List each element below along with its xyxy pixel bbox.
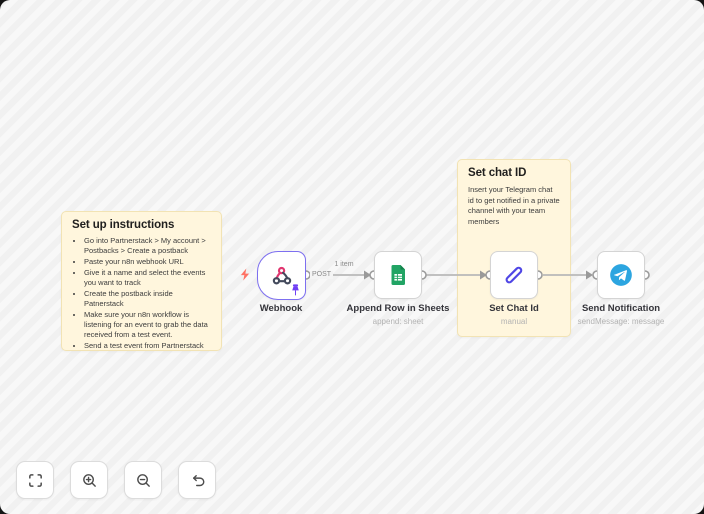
zoom-out-icon (136, 473, 150, 487)
node-subtitle: sendMessage: message (577, 317, 665, 326)
fit-view-button[interactable] (16, 461, 54, 499)
node-append-row-in-sheets[interactable] (374, 251, 422, 299)
sticky-note-set-chat-id[interactable]: Set chat ID Insert your Telegram chat id… (457, 159, 571, 337)
node-subtitle: append: sheet (372, 317, 424, 326)
connection-arrowhead (586, 270, 593, 280)
node-caption-set-chat-id: Set Chat Id manual (444, 303, 584, 326)
node-title: Webhook (259, 303, 303, 314)
lightning-icon (240, 268, 250, 281)
node-caption-sheets: Append Row in Sheets append: sheet (328, 303, 468, 326)
node-send-notification[interactable] (597, 251, 645, 299)
sticky-bullet: Paste your n8n webhook URL (84, 257, 211, 267)
reset-zoom-icon (192, 474, 204, 486)
sticky-note-body: Insert your Telegram chat id to get noti… (468, 185, 560, 226)
webhook-icon (272, 266, 291, 284)
sticky-note-title: Set chat ID (468, 167, 527, 179)
connection-items-count-label: 1 item (334, 261, 354, 268)
node-title: Send Notification (581, 303, 661, 314)
pin-icon (292, 284, 299, 296)
telegram-icon (610, 264, 632, 286)
sticky-note-setup-instructions[interactable]: Set up instructions Go into Partnerstack… (61, 211, 222, 351)
sticky-bullet: Go into Partnerstack > My account > Post… (84, 236, 211, 256)
sticky-note-bullet-list: Go into Partnerstack > My account > Post… (72, 236, 211, 350)
node-caption-send-notification: Send Notification sendMessage: message (551, 303, 691, 326)
sticky-bullet: Make sure your n8n workflow is listening… (84, 310, 211, 340)
connection-arrowhead (480, 270, 487, 280)
node-set-chat-id[interactable] (490, 251, 538, 299)
node-title: Append Row in Sheets (346, 303, 450, 314)
webhook-method-label: POST (310, 271, 334, 279)
sticky-bullet: Create the postback inside Patnerstack (84, 289, 211, 309)
node-title: Set Chat Id (489, 303, 539, 314)
zoom-out-button[interactable] (124, 461, 162, 499)
node-caption-webhook: Webhook (211, 303, 351, 317)
zoom-in-icon (82, 473, 96, 487)
node-webhook[interactable] (257, 251, 306, 300)
sticky-note-title: Set up instructions (72, 219, 175, 231)
connection-arrowhead (364, 270, 371, 280)
zoom-in-button[interactable] (70, 461, 108, 499)
node-subtitle: manual (500, 317, 528, 326)
google-sheets-icon (391, 265, 405, 285)
sticky-bullet: Send a test event from Partnerstack to n… (84, 341, 211, 350)
sticky-bullet: Give it a name and select the events you… (84, 268, 211, 288)
fit-view-icon (28, 473, 42, 487)
reset-zoom-button[interactable] (178, 461, 216, 499)
pen-icon (505, 266, 523, 284)
